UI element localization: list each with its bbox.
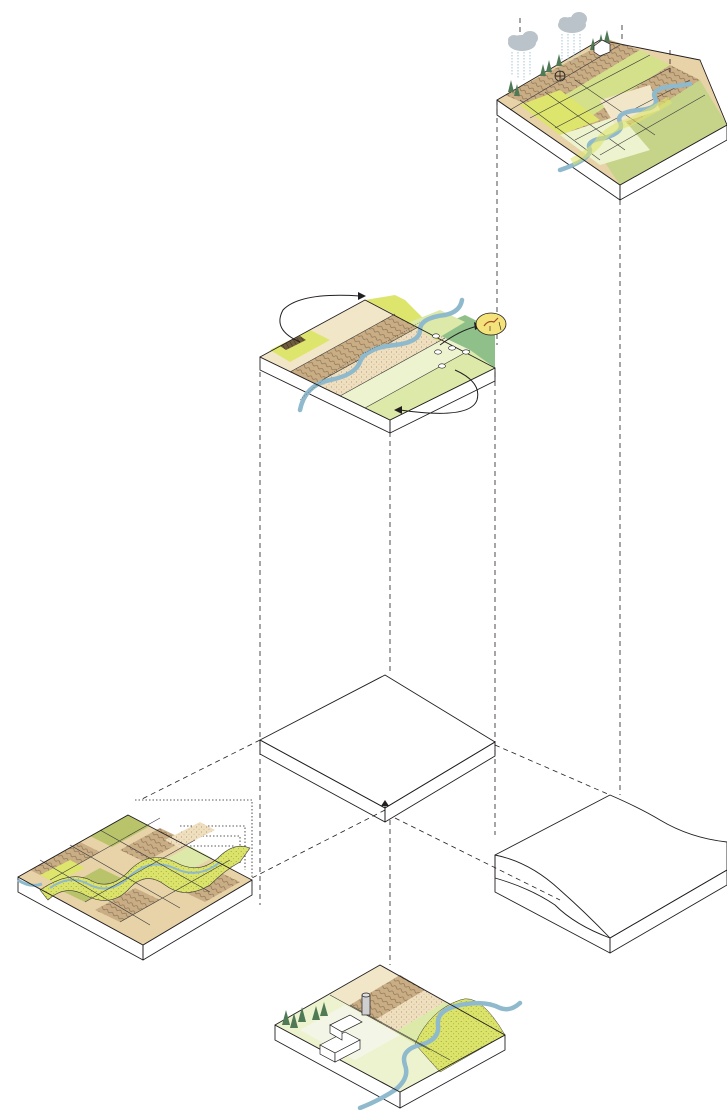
blank-flat-block [260, 675, 495, 822]
meander-field-block [18, 815, 252, 960]
cloud-icon [508, 31, 538, 51]
cloud-icon [558, 12, 587, 33]
windmill-icon [555, 71, 565, 81]
silo-icon [362, 993, 370, 1015]
bird-icon [476, 313, 506, 335]
hill-landscape-block [497, 12, 727, 200]
field-cycle-block [260, 292, 506, 433]
blank-slope-block [495, 795, 727, 953]
farmstead-block [275, 965, 520, 1108]
connector-lines [135, 100, 620, 965]
